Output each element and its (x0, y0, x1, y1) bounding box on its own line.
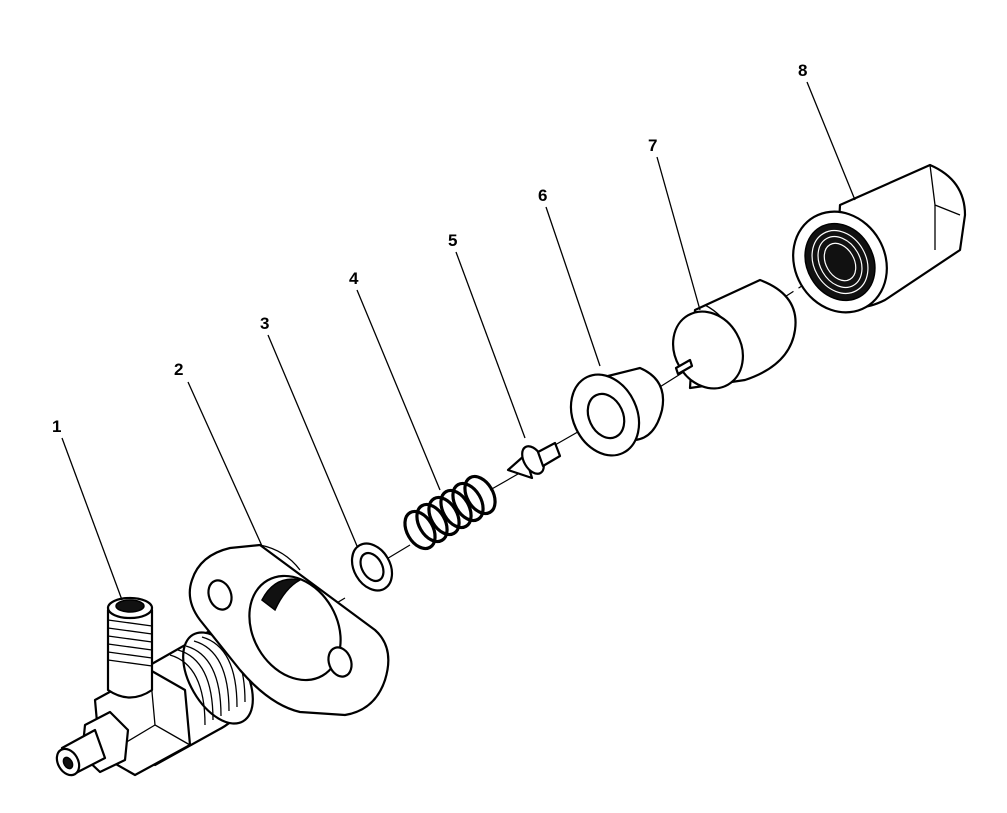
part-2-flange-gasket (188, 543, 390, 717)
part-3-washer (350, 542, 394, 592)
callout-8: 8 (798, 61, 807, 80)
callout-1: 1 (52, 417, 61, 436)
part-7-nozzle-holder (672, 278, 797, 390)
callout-7: 7 (648, 136, 657, 155)
leader-line-7 (656, 156, 701, 311)
leader-line-8 (806, 81, 856, 201)
callout-6: 6 (538, 186, 547, 205)
callout-3: 3 (260, 314, 269, 333)
part-1-injector-body (55, 596, 254, 777)
callouts: 1 2 3 4 5 6 7 8 (52, 61, 807, 436)
leader-line-3 (267, 334, 358, 547)
leader-lines (61, 81, 856, 601)
leader-line-1 (61, 437, 123, 601)
part-4-spring (403, 474, 497, 551)
leader-line-2 (187, 381, 263, 547)
callout-2: 2 (174, 360, 183, 379)
part-8-cap-nut (792, 163, 967, 314)
callout-4: 4 (349, 269, 359, 288)
part-5-valve-needle (506, 441, 562, 480)
callout-5: 5 (448, 231, 457, 250)
leader-line-5 (455, 251, 526, 439)
leader-line-4 (356, 289, 441, 491)
part-6-valve-seat (569, 366, 665, 457)
leader-line-6 (545, 206, 601, 367)
